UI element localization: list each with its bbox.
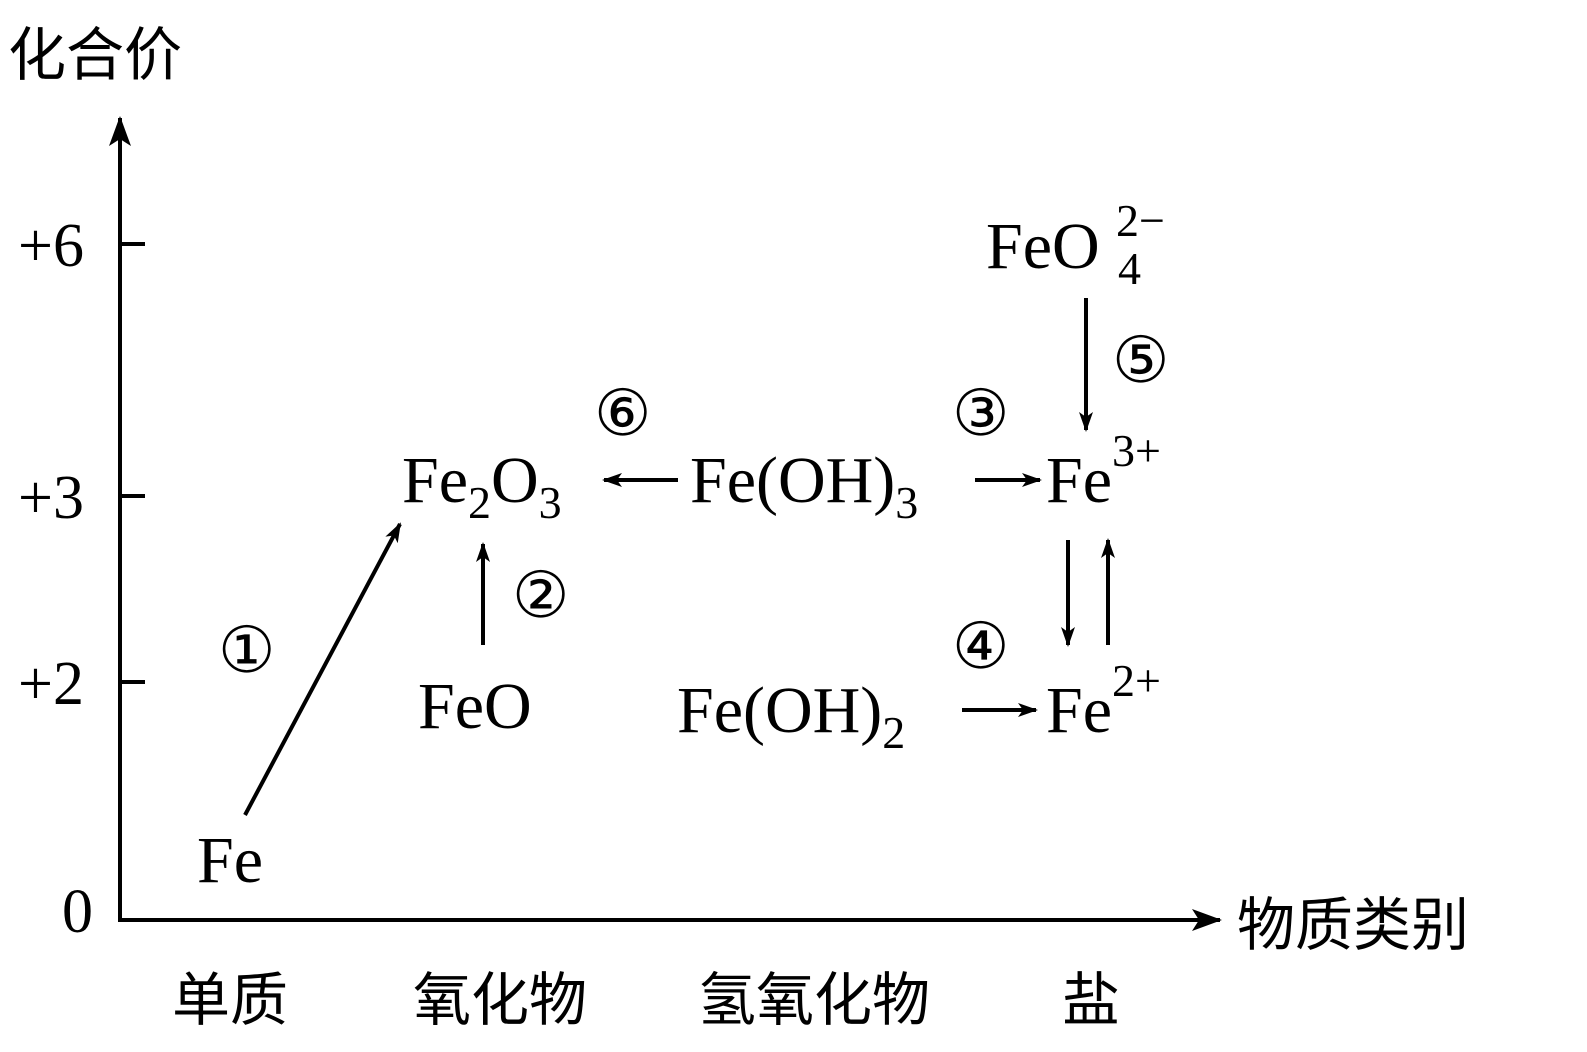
y-tick-label-plus2: +2: [18, 650, 84, 718]
fe2-main: Fe: [1046, 674, 1112, 747]
species-feoh2: Fe(OH)2: [677, 674, 905, 758]
feoh3-sub-3: 3: [895, 477, 918, 528]
fe2o3-sub-2: 2: [468, 477, 491, 528]
x-category-oxide: 氧化物: [413, 966, 587, 1034]
species-fe2-ion: Fe2+: [1046, 655, 1161, 747]
step-4-label: ④: [952, 610, 1009, 684]
fe2o3-part-fe: Fe: [402, 444, 468, 517]
fe2o3-part-o: O: [491, 444, 539, 517]
fe3-main: Fe: [1046, 444, 1112, 517]
feoh2-main: Fe(OH): [677, 674, 882, 747]
fe2o3-sub-3: 3: [539, 477, 562, 528]
fe2-charge: 2+: [1112, 655, 1161, 706]
feoh3-main: Fe(OH): [690, 444, 895, 517]
ferrate-charge: 2−: [1116, 195, 1165, 246]
species-ferrate: FeO: [986, 210, 1100, 283]
y-axis-title: 化合价: [8, 21, 182, 89]
x-category-salt: 盐: [1062, 966, 1120, 1034]
step-6-label: ⑥: [594, 377, 651, 451]
species-fe3-ion: Fe3+: [1046, 425, 1161, 517]
step-1-label: ①: [218, 614, 275, 688]
species-feoh3: Fe(OH)3: [690, 444, 918, 528]
feoh2-sub-2: 2: [882, 707, 905, 758]
species-fe: Fe: [197, 824, 263, 897]
step-5-label: ⑤: [1112, 324, 1169, 398]
species-feo: FeO: [418, 670, 532, 743]
y-tick-label-plus3: +3: [18, 464, 84, 532]
fe3-charge: 3+: [1112, 425, 1161, 476]
y-tick-label-plus6: +6: [18, 212, 84, 280]
ferrate-sub-4: 4: [1118, 243, 1141, 294]
ferrate-main: FeO: [986, 210, 1100, 283]
x-category-element: 单质: [172, 966, 288, 1034]
arrow-step1-fe-to-fe2o3: [243, 522, 402, 816]
y-tick-label-zero: 0: [62, 878, 93, 946]
step-3-label: ③: [952, 377, 1009, 451]
species-fe2o3: Fe2O3: [402, 444, 562, 528]
x-category-hydroxide: 氢氧化物: [698, 966, 930, 1034]
step-2-label: ②: [512, 559, 569, 633]
x-axis-title: 物质类别: [1237, 891, 1469, 959]
